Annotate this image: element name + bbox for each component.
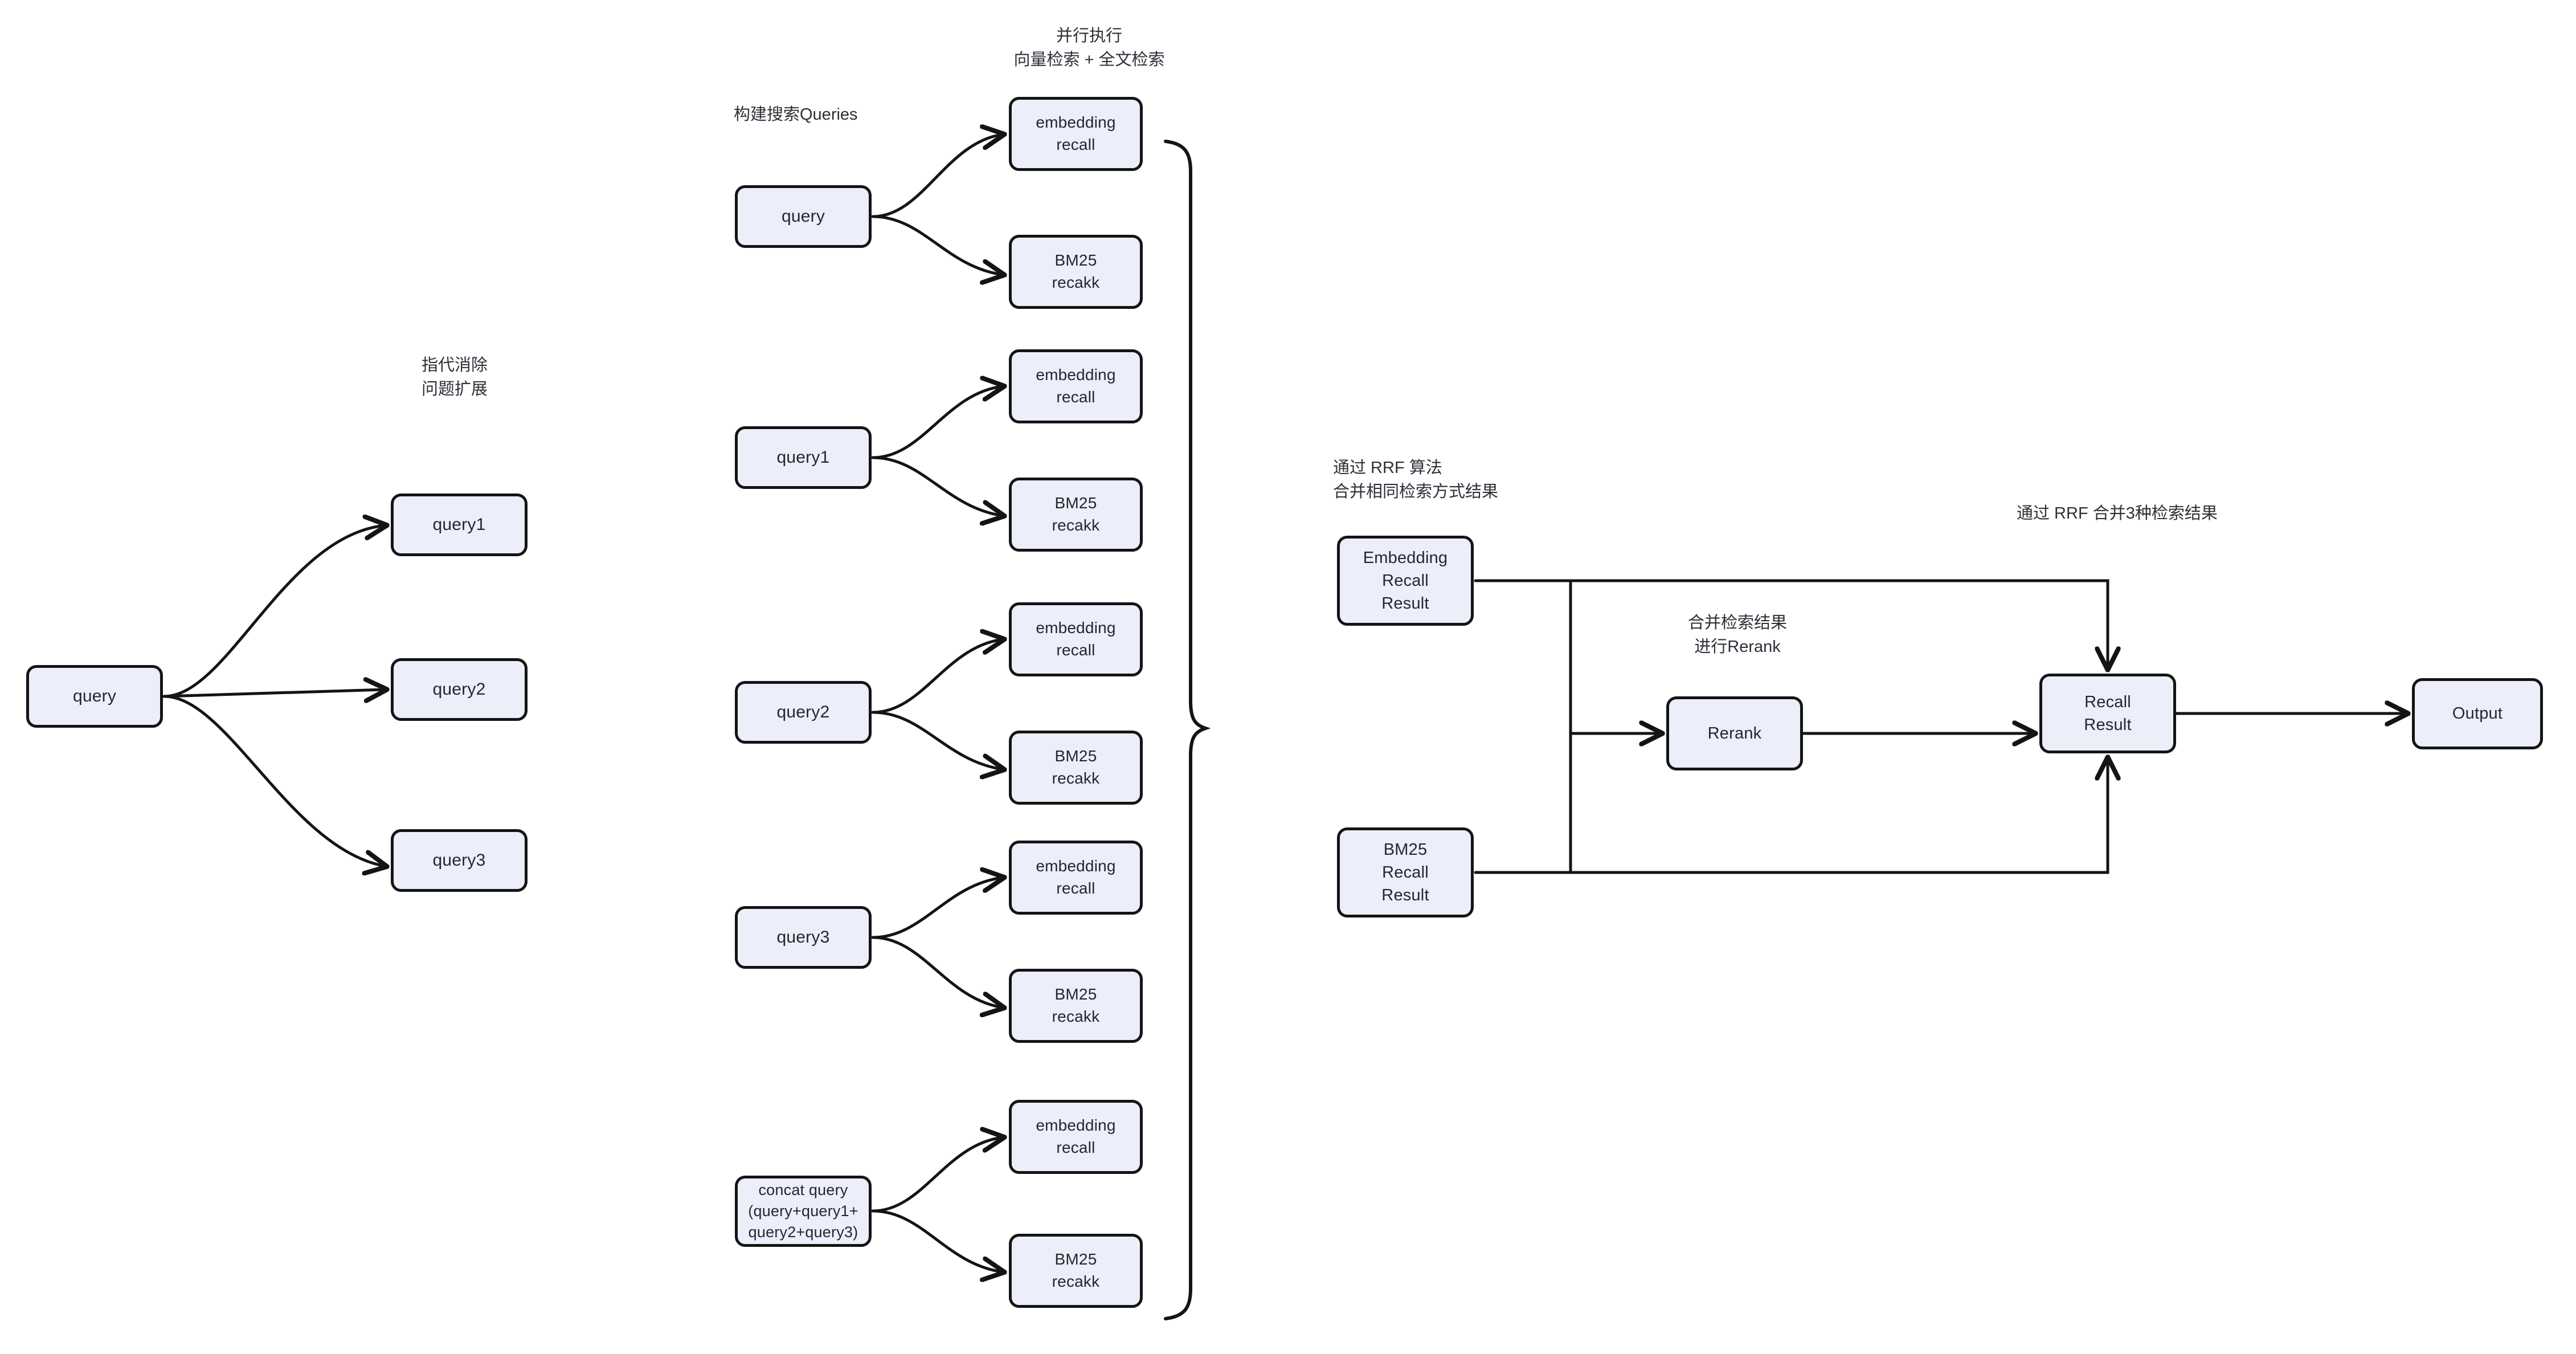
note-merge-and-rerank: 合并检索结果 进行Rerank: [1687, 614, 1787, 656]
edge-mid-query3-to-emb4: [871, 878, 1003, 939]
edge-mid-query2-to-emb3: [871, 639, 1003, 714]
note-rrf-three-results: 通过 RRF 合并3种检索结果: [2017, 504, 2218, 523]
edge-left-query-to-query3: [162, 695, 385, 866]
edge-mid-query-to-bm251: [871, 215, 1003, 275]
node-mid-query[interactable]: query: [735, 185, 872, 248]
note-build-queries: 构建搜索Queries: [734, 105, 858, 124]
edge-bm25result-bus: [1474, 759, 2108, 874]
node-bm25-recall-2[interactable]: BM25 recakk: [1009, 478, 1143, 552]
edge-mid-concat-to-bm255: [871, 1209, 1003, 1272]
note-rrf-same-method: 通过 RRF 算法 合并相同检索方式结果: [1333, 459, 1499, 501]
node-left-query[interactable]: query: [26, 665, 163, 728]
recall-group-brace: [1164, 140, 1211, 1320]
edge-mid-concat-to-emb5: [871, 1137, 1003, 1213]
edge-mid-query2-to-bm253: [871, 711, 1003, 769]
node-embedding-recall-2[interactable]: embedding recall: [1009, 349, 1143, 423]
node-mid-query3[interactable]: query3: [735, 906, 872, 969]
node-bm25-recall-4[interactable]: BM25 recakk: [1009, 969, 1143, 1043]
node-recall-result[interactable]: Recall Result: [2039, 674, 2176, 753]
edge-left-query-to-query1: [162, 525, 385, 698]
node-left-query3[interactable]: query3: [391, 829, 528, 892]
node-embedding-recall-5[interactable]: embedding recall: [1009, 1100, 1143, 1174]
node-left-query2[interactable]: query2: [391, 658, 528, 721]
note-coref-resolution: 指代消除 问题扩展: [421, 356, 488, 399]
node-embedding-recall-3[interactable]: embedding recall: [1009, 602, 1143, 676]
node-bm25-recall-3[interactable]: BM25 recakk: [1009, 731, 1143, 805]
node-bm25-recall-1[interactable]: BM25 recakk: [1009, 235, 1143, 309]
edge-mid-query-to-emb1: [871, 134, 1003, 218]
node-mid-concat-query[interactable]: concat query (query+query1+ query2+query…: [735, 1176, 872, 1247]
node-bm25-recall-5[interactable]: BM25 recakk: [1009, 1234, 1143, 1308]
node-mid-query1[interactable]: query1: [735, 426, 872, 489]
note-parallel-execution: 并行执行 向量检索 + 全文检索: [1013, 27, 1165, 70]
node-left-query1[interactable]: query1: [391, 494, 528, 556]
node-embedding-recall-1[interactable]: embedding recall: [1009, 97, 1143, 171]
node-embedding-recall-result[interactable]: Embedding Recall Result: [1337, 536, 1474, 626]
node-rerank[interactable]: Rerank: [1666, 696, 1803, 770]
node-embedding-recall-4[interactable]: embedding recall: [1009, 841, 1143, 915]
edge-mid-query3-to-bm254: [871, 936, 1003, 1008]
node-output[interactable]: Output: [2412, 678, 2543, 749]
edge-mid-query1-to-emb2: [871, 386, 1003, 459]
edge-left-query-to-query2: [162, 690, 385, 696]
edge-mid-query1-to-bm252: [871, 456, 1003, 516]
node-mid-query2[interactable]: query2: [735, 681, 872, 744]
node-bm25-recall-result[interactable]: BM25 Recall Result: [1337, 827, 1474, 917]
